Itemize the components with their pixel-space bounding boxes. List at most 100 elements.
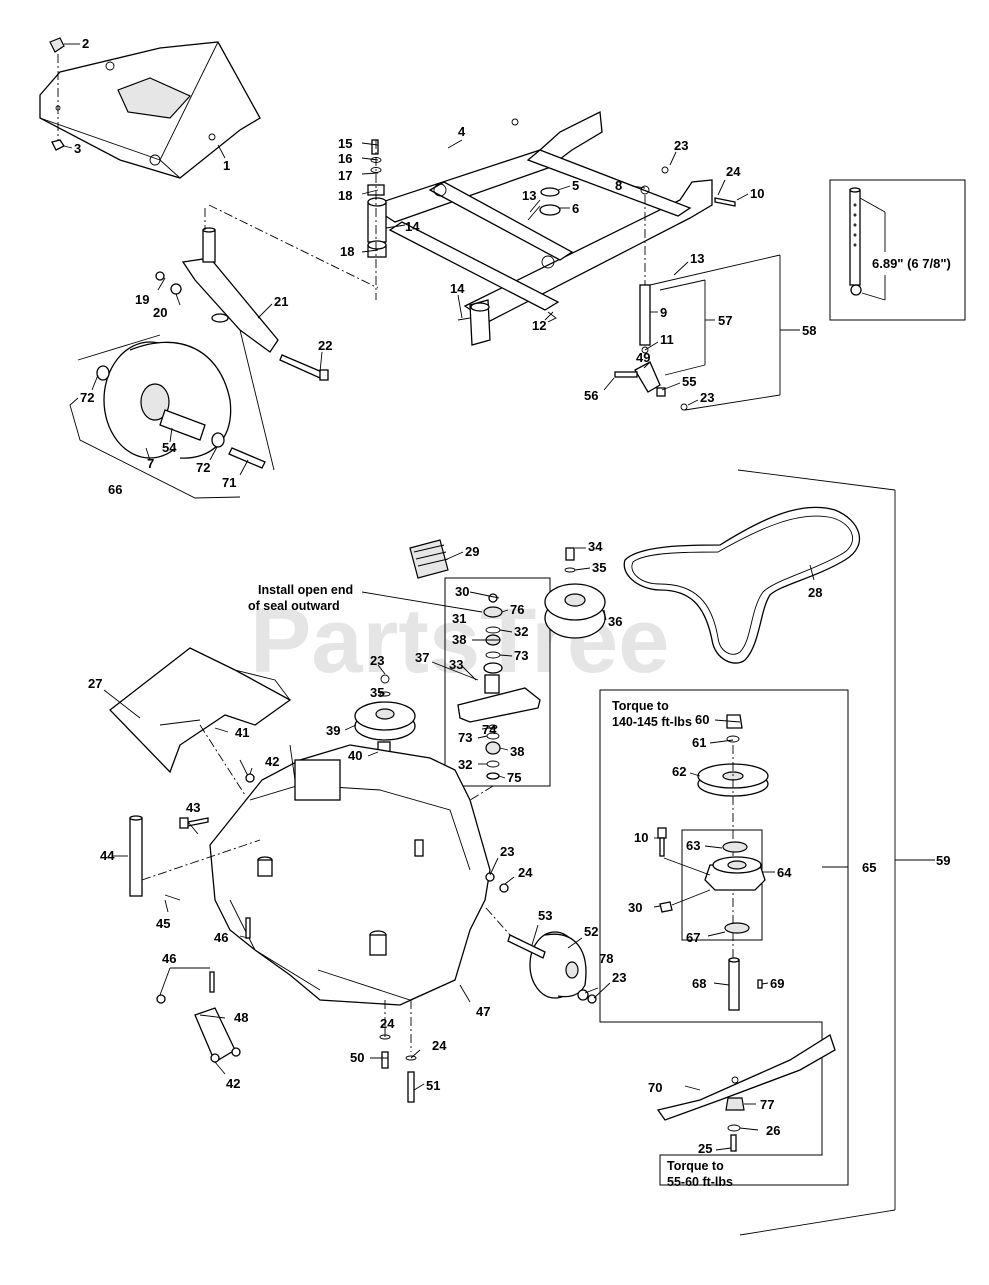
callout-43: 43	[186, 800, 200, 815]
anti-scalp-wheel-52[interactable]	[529, 931, 587, 999]
height-adjust-assembly[interactable]	[614, 166, 736, 411]
height-rod-44[interactable]	[129, 815, 181, 901]
deck-bottom-hardware[interactable]	[379, 1034, 417, 1103]
wheel-hardware[interactable]	[485, 872, 597, 1004]
mower-blade-70[interactable]	[656, 1034, 836, 1121]
note-seal-1: Install open end	[258, 583, 353, 597]
callout-32b: 32	[458, 757, 472, 772]
callout-34: 34	[588, 539, 603, 554]
callout-50: 50	[350, 1050, 364, 1065]
callout-5: 5	[572, 178, 579, 193]
callout-46: 46	[214, 930, 228, 945]
callout-38b: 38	[510, 744, 524, 759]
callout-69: 69	[770, 976, 784, 991]
callout-25: 25	[698, 1141, 712, 1156]
callout-14: 14	[405, 219, 420, 234]
blade-bolt-hardware[interactable]	[725, 1097, 745, 1152]
callout-64: 64	[777, 865, 792, 880]
callout-31: 31	[452, 611, 466, 626]
deck-pulley-39[interactable]	[354, 674, 416, 761]
callout-72b: 72	[196, 460, 210, 475]
callout-33: 33	[449, 657, 463, 672]
frame-bushing-right[interactable]	[539, 187, 561, 216]
note-seal-2: of seal outward	[248, 599, 340, 613]
spindle-housing-inset-64	[681, 829, 763, 941]
callout-54: 54	[162, 440, 177, 455]
callout-32: 32	[514, 624, 528, 639]
note-torque-top-1: Torque to	[612, 699, 669, 713]
callout-53: 53	[538, 908, 552, 923]
cover-clip[interactable]	[49, 37, 65, 53]
callout-36: 36	[608, 614, 622, 629]
callout-63: 63	[686, 838, 700, 853]
idler-lower-stack[interactable]	[485, 724, 501, 780]
callout-46b: 46	[162, 951, 176, 966]
deck-cover[interactable]	[39, 41, 261, 179]
spring-29[interactable]	[409, 539, 449, 579]
callout-73: 73	[514, 648, 528, 663]
callout-1: 1	[223, 158, 230, 173]
callout-66: 66	[108, 482, 122, 497]
callout-73b: 73	[458, 730, 472, 745]
mower-deck-47[interactable]	[209, 744, 491, 1006]
callout-30: 30	[455, 584, 469, 599]
callout-18: 18	[338, 188, 352, 203]
callout-6: 6	[572, 201, 579, 216]
callout-44: 44	[100, 848, 115, 863]
height-gauge-inset	[829, 179, 966, 321]
callout-18b: 18	[340, 244, 354, 259]
deck-hardware-42-43[interactable]	[179, 773, 255, 829]
spindle-kit-outline-65	[599, 689, 849, 1186]
spindle-nut-60[interactable]	[726, 714, 743, 743]
callout-78: 78	[599, 951, 613, 966]
callout-59: 59	[936, 853, 950, 868]
callout-74: 74	[482, 722, 497, 737]
callout-3: 3	[74, 141, 81, 156]
cover-nut[interactable]	[51, 139, 65, 151]
discharge-chute-27[interactable]	[109, 647, 292, 774]
callout-9: 9	[660, 305, 667, 320]
callout-26: 26	[766, 1123, 780, 1138]
spindle-housing-64[interactable]	[704, 841, 766, 934]
idler-pulley-36[interactable]	[544, 583, 606, 639]
callout-23e: 23	[612, 970, 626, 985]
idler-arm[interactable]	[457, 674, 541, 723]
callout-62: 62	[672, 764, 686, 779]
callout-4: 4	[458, 124, 466, 139]
pulley-bolt-34[interactable]	[564, 547, 576, 573]
callout-30b: 30	[628, 900, 642, 915]
callout-41: 41	[235, 725, 249, 740]
wheel-spacer-54[interactable]	[159, 409, 206, 441]
axle-71[interactable]	[228, 447, 266, 469]
callout-35b: 35	[370, 685, 384, 700]
drive-belt-28[interactable]	[623, 506, 861, 664]
callout-24d: 24	[518, 865, 533, 880]
idler-stack[interactable]	[483, 593, 503, 674]
callout-19: 19	[135, 292, 149, 307]
spindle-bolt-10-30[interactable]	[657, 827, 673, 913]
callout-23: 23	[674, 138, 688, 153]
callout-16: 16	[338, 151, 352, 166]
callout-65: 65	[862, 860, 876, 875]
callout-52: 52	[584, 924, 598, 939]
height-gauge-rod[interactable]	[849, 187, 862, 296]
callout-8: 8	[615, 178, 622, 193]
callout-60: 60	[695, 712, 709, 727]
deck-baffle-48[interactable]	[156, 971, 241, 1063]
wheel-bolt-53[interactable]	[507, 934, 546, 959]
note-torque-top-2: 140-145 ft-lbs	[612, 715, 692, 729]
callout-38: 38	[452, 632, 466, 647]
spindle-shaft-68[interactable]	[728, 957, 763, 1011]
callout-14b: 14	[450, 281, 465, 296]
deck-bolt-46[interactable]	[245, 917, 251, 939]
caster-nut-washer[interactable]	[155, 271, 182, 295]
deck-frame[interactable]	[368, 110, 713, 346]
wheel-bearing-72[interactable]	[96, 365, 225, 448]
note-torque-bottom-1: Torque to	[667, 1159, 724, 1173]
callout-21: 21	[274, 294, 288, 309]
caster-arm[interactable]	[181, 227, 279, 353]
dimension-label: 6.89" (6 7/8")	[872, 256, 951, 271]
frame-bushings[interactable]	[367, 139, 387, 258]
caster-bolt-22[interactable]	[279, 354, 329, 381]
